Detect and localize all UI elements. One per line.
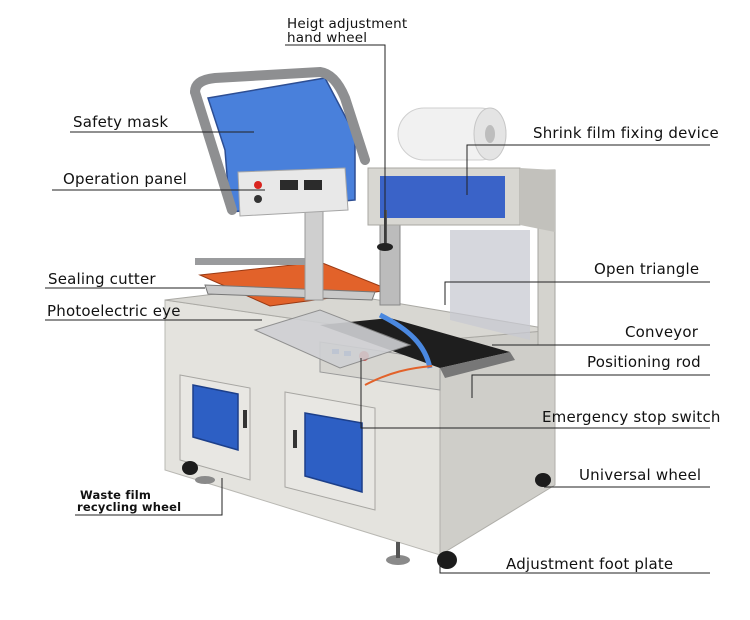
label-waste-film: Waste film recycling wheel (77, 489, 181, 513)
panel-display (304, 180, 322, 190)
label-waste-line2: recycling wheel (77, 500, 182, 514)
label-heigt-line2: hand wheel (287, 30, 368, 46)
open-triangle-film (450, 230, 530, 340)
right-window (304, 412, 363, 493)
door-handle (243, 410, 247, 428)
film-roll-core (485, 125, 495, 143)
leader-waste-film (75, 478, 223, 516)
panel-knob (254, 195, 262, 203)
label-safety-mask: Safety mask (73, 113, 169, 131)
label-shrink-film: Shrink film fixing device (533, 124, 719, 142)
sealing-plate (253, 309, 412, 369)
orange-cable (364, 365, 433, 386)
label-positioning-rod: Positioning rod (587, 353, 701, 371)
label-emergency-stop: Emergency stop switch (542, 408, 721, 426)
cutter-arm (195, 258, 315, 265)
safety-mask-frame (190, 66, 370, 165)
positioning-rod-blue (378, 312, 433, 369)
label-heigt-line1: Heigt adjustment (287, 16, 408, 32)
leader-heigt (285, 44, 386, 243)
universal-wheel (437, 551, 457, 569)
conveyor-frame (440, 352, 515, 378)
post (379, 224, 401, 306)
film-holder-side (520, 168, 555, 232)
panel-knob (254, 181, 262, 189)
label-foot-plate: Adjustment foot plate (506, 555, 674, 573)
label-universal-wheel: Universal wheel (579, 466, 702, 484)
leader-open-triangle (444, 281, 710, 305)
leader-shrink-film (466, 144, 710, 195)
foot-plate (195, 476, 215, 484)
label-conveyor: Conveyor (625, 323, 699, 341)
label-sealing-cutter: Sealing cutter (48, 270, 156, 288)
label-open-triangle: Open triangle (594, 260, 700, 278)
leader-positioning-rod (471, 374, 710, 398)
foot-plate (386, 555, 410, 565)
left-window (192, 384, 239, 451)
post (304, 209, 324, 301)
film-holder-window (380, 176, 505, 218)
label-photoelectric-eye: Photoelectric eye (47, 302, 181, 320)
label-heigt-adjustment: Heigt adjustment hand wheel (287, 17, 407, 45)
panel-display (280, 180, 298, 190)
universal-wheel (182, 461, 198, 475)
door-handle (293, 430, 297, 448)
label-operation-panel: Operation panel (63, 170, 188, 188)
operation-panel (237, 167, 349, 217)
universal-wheel (535, 473, 551, 487)
hand-wheel (377, 243, 393, 251)
leader-foot-plate (439, 562, 710, 574)
label-waste-line1: Waste film (80, 488, 152, 502)
foot-stem (396, 542, 400, 558)
